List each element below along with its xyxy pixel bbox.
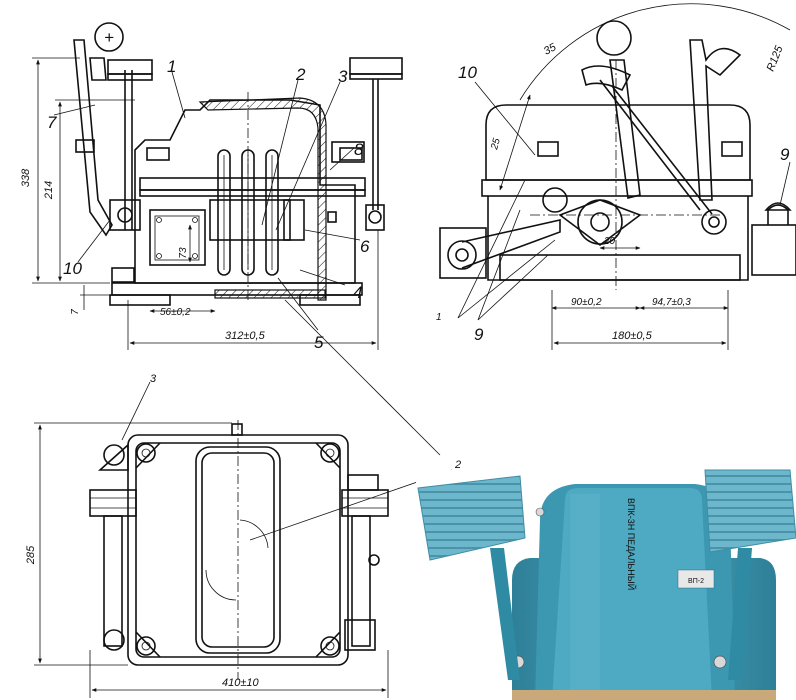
callout-9b: 9 [474, 325, 484, 344]
dim-35: 35 [542, 41, 559, 58]
dim-7: 7 [70, 309, 81, 315]
dim-94-7: 94,7±0,3 [652, 297, 691, 308]
dim-180: 180±0,5 [612, 330, 653, 342]
callout-1: 1 [167, 57, 176, 76]
dim-214: 214 [43, 181, 55, 200]
plus-symbol: + [104, 28, 114, 47]
callout-6: 6 [360, 237, 370, 256]
dim-73: 73 [178, 247, 189, 259]
photo-plate: ВП-2 [688, 578, 704, 585]
callout-10b: 10 [458, 63, 477, 82]
contact-springs [209, 149, 305, 276]
plan-corner-bolts [135, 442, 341, 658]
dim-90: 90±0,2 [571, 297, 602, 308]
callout-2: 2 [295, 65, 306, 84]
product-photo: ВПК-3Н ПЕДАЛЬНЫЙ ВП-2 [416, 469, 796, 700]
callout-3-plan: 3 [150, 373, 157, 385]
callout-7: 7 [47, 113, 57, 132]
callout-4: 4 [353, 283, 362, 302]
dim-56: 56±0,2 [160, 307, 191, 318]
dim-312: 312±0,5 [225, 330, 266, 342]
callout-2-plan: 2 [454, 459, 461, 471]
photo-left-pedal [417, 475, 526, 561]
plan-view: 285 410±10 3 2 [25, 299, 461, 698]
dim-285: 285 [25, 545, 37, 565]
side-view: 35 R125 25 20 90±0,2 94,7±0,3 180±0,5 10… [436, 3, 796, 350]
callout-9a: 9 [780, 145, 790, 164]
callout-1-side: 1 [436, 312, 442, 323]
dim-25: 25 [489, 137, 503, 152]
dim-410: 410±10 [222, 677, 260, 689]
callout-8: 8 [354, 140, 364, 159]
callout-10a: 10 [63, 259, 82, 278]
front-section-view: + 338 214 7 73 56±0,2 [20, 22, 403, 352]
dim-R125: R125 [765, 43, 786, 73]
photo-right-pedal [704, 469, 796, 553]
callout-5: 5 [314, 333, 324, 352]
photo-housing-text: ВПК-3Н ПЕДАЛЬНЫЙ [626, 498, 637, 590]
dim-338: 338 [20, 168, 32, 187]
callout-3: 3 [338, 67, 348, 86]
dim-20: 20 [603, 236, 616, 247]
